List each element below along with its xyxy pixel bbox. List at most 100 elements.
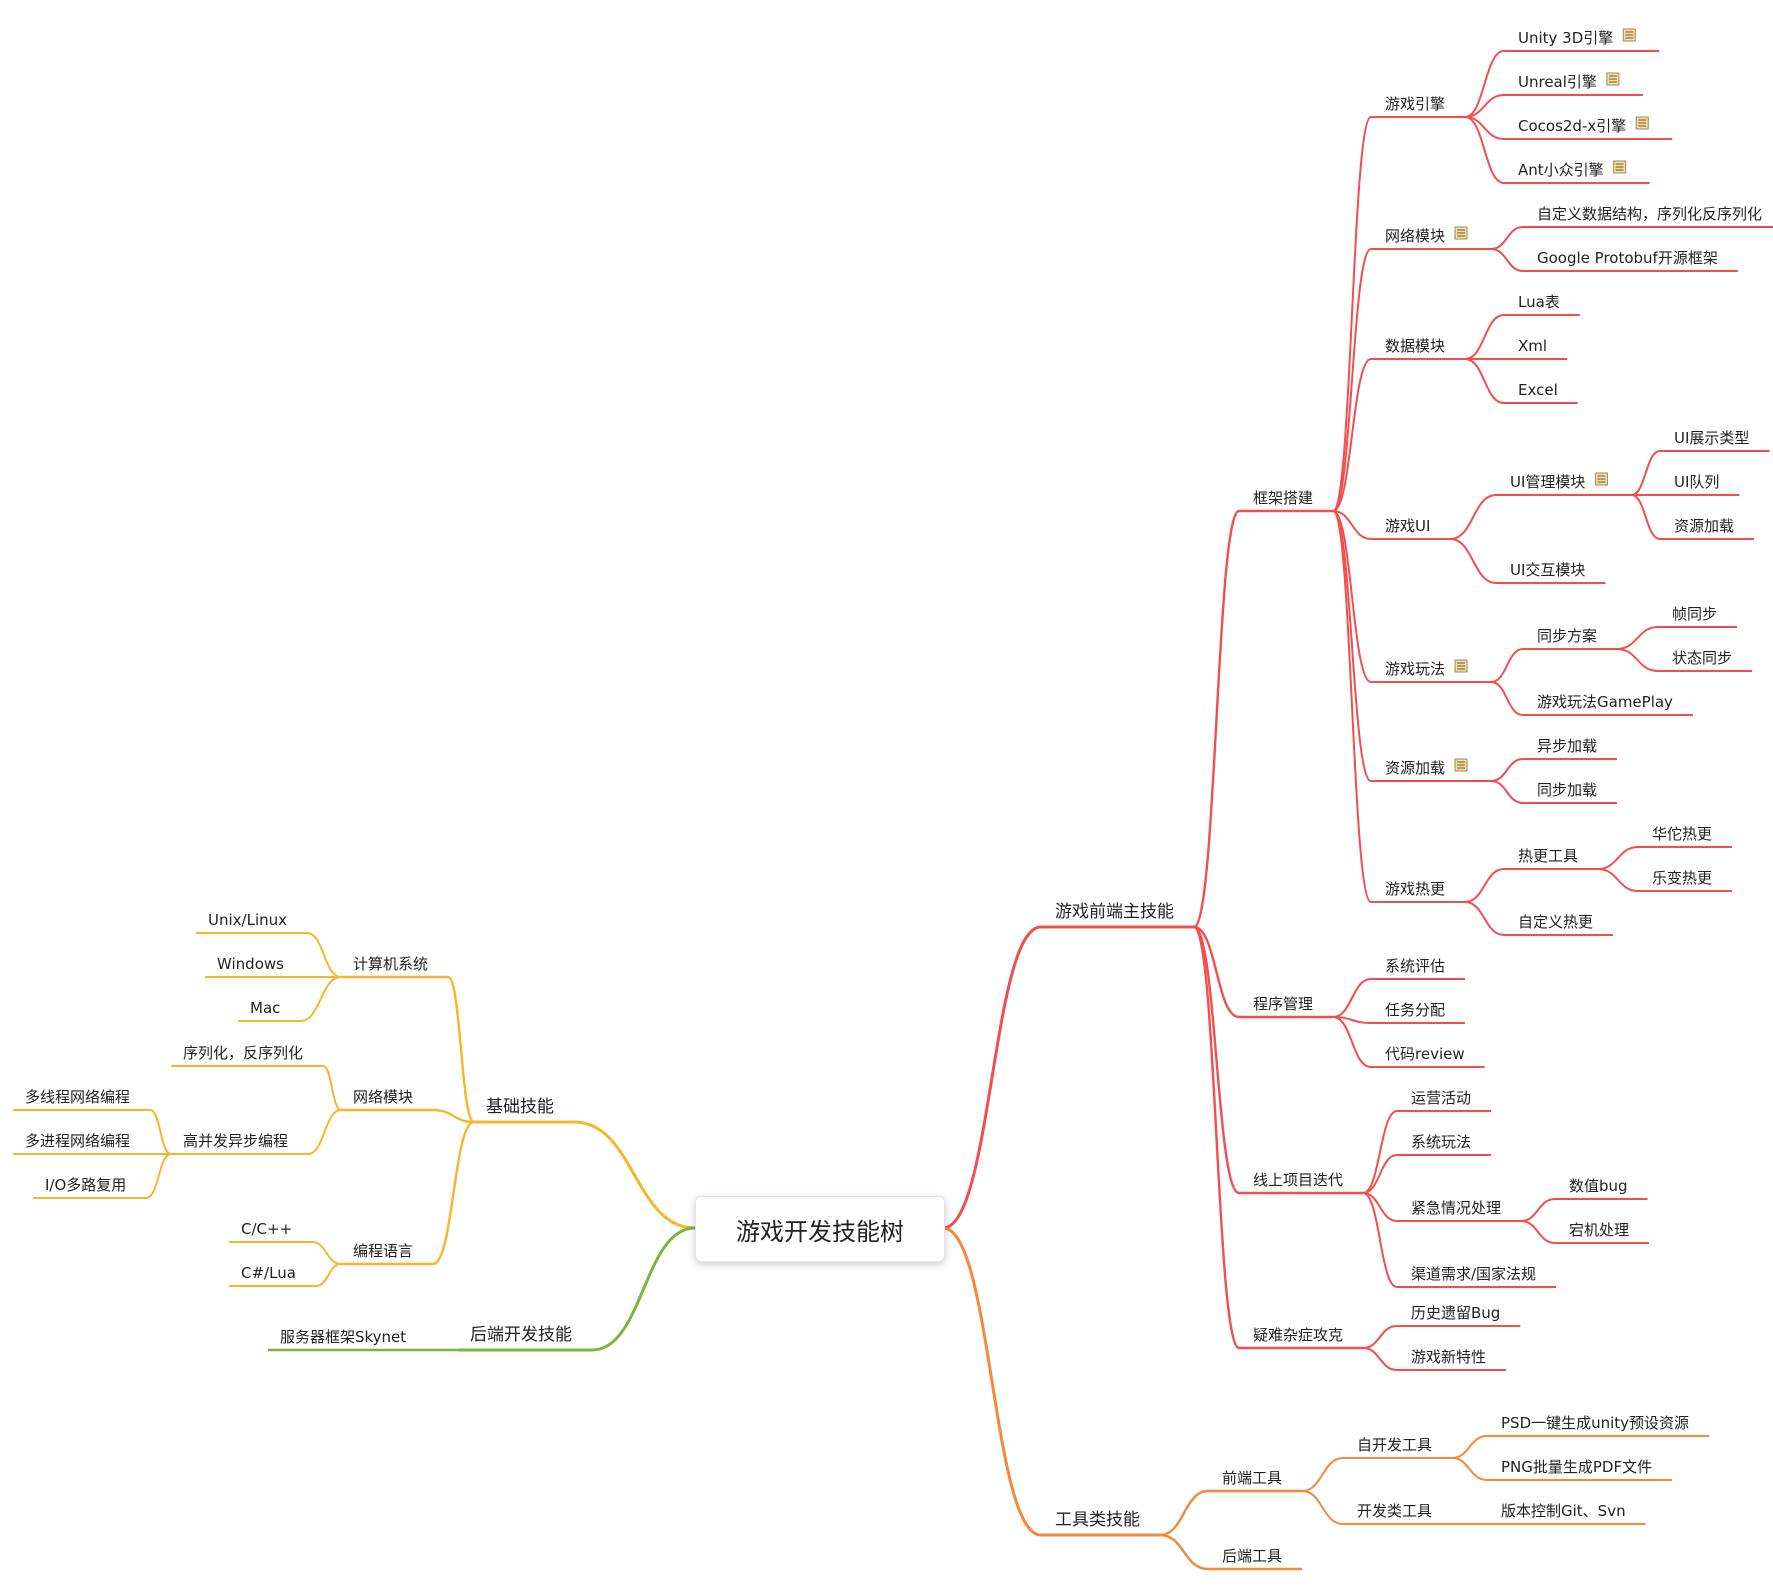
node-skynet[interactable]: 服务器框架Skynet [280, 1328, 406, 1346]
node-data-module[interactable]: 数据模块 [1385, 337, 1445, 355]
node-ui-queue[interactable]: UI队列 [1674, 473, 1719, 491]
edge-new_feature [1362, 1347, 1398, 1371]
node-hotfix-lebian[interactable]: 乐变热更 [1652, 869, 1712, 887]
node-dev-tools[interactable]: 开发类工具 [1357, 1502, 1432, 1520]
root-node[interactable]: 游戏开发技能树 [695, 1196, 945, 1262]
node-csharp[interactable]: C#/Lua [241, 1264, 296, 1282]
node-front-main[interactable]: 游戏前端主技能 [1055, 902, 1174, 922]
node-frame-sync[interactable]: 帧同步 [1672, 605, 1717, 623]
node-cpp[interactable]: C/C++ [241, 1220, 292, 1238]
node-net-protobuf[interactable]: Google Protobuf开源框架 [1537, 249, 1718, 267]
node-net-basic[interactable]: 网络模块 [353, 1088, 413, 1106]
edge-async_load [1490, 758, 1524, 782]
node-front-tools[interactable]: 前端工具 [1222, 1469, 1282, 1487]
node-engine-unreal[interactable]: Unreal引擎 [1518, 73, 1597, 91]
edge-hotfix_tools [1464, 868, 1505, 903]
note-icon[interactable] [1454, 659, 1468, 673]
node-emergency[interactable]: 紧急情况处理 [1411, 1199, 1501, 1217]
edge-num_bug [1520, 1198, 1556, 1222]
node-sys-eval[interactable]: 系统评估 [1385, 957, 1445, 975]
node-vcs[interactable]: 版本控制Git、Svn [1501, 1502, 1626, 1520]
node-unix[interactable]: Unix/Linux [208, 911, 287, 929]
node-windows[interactable]: Windows [217, 955, 284, 973]
node-backend[interactable]: 后端开发技能 [470, 1325, 572, 1345]
node-async-load[interactable]: 异步加载 [1537, 737, 1597, 755]
node-sys-gameplay[interactable]: 系统玩法 [1411, 1133, 1471, 1151]
edge-psd_tool [1451, 1435, 1488, 1459]
node-hotfix-huatuo[interactable]: 华佗热更 [1652, 825, 1712, 843]
edge-ui_res [1630, 494, 1661, 540]
node-task-assign[interactable]: 任务分配 [1385, 1001, 1445, 1019]
node-crash[interactable]: 宕机处理 [1569, 1221, 1629, 1239]
node-ops-activity[interactable]: 运营活动 [1411, 1089, 1471, 1107]
edge-program_mgmt [1192, 925, 1241, 1019]
node-self-tools[interactable]: 自开发工具 [1357, 1436, 1432, 1454]
node-engine-cocos[interactable]: Cocos2d-x引擎 [1518, 117, 1626, 135]
node-png-tool[interactable]: PNG批量生成PDF文件 [1501, 1458, 1652, 1476]
node-basic[interactable]: 基础技能 [486, 1097, 554, 1117]
node-state-sync[interactable]: 状态同步 [1672, 649, 1732, 667]
node-computer-sys[interactable]: 计算机系统 [353, 955, 428, 973]
node-ui-interact[interactable]: UI交互模块 [1510, 561, 1585, 579]
note-icon[interactable] [1606, 72, 1620, 86]
note-icon[interactable] [1454, 226, 1468, 240]
edge-front_main [941, 925, 1043, 1230]
node-data-lua[interactable]: Lua表 [1518, 293, 1560, 311]
node-res-load[interactable]: 资源加载 [1385, 759, 1445, 777]
node-serialize[interactable]: 序列化，反序列化 [183, 1044, 303, 1062]
note-icon[interactable] [1622, 28, 1636, 42]
node-ui-res[interactable]: 资源加载 [1674, 517, 1734, 535]
node-mac[interactable]: Mac [250, 999, 280, 1017]
node-hard-bugs[interactable]: 疑难杂症攻克 [1253, 1326, 1343, 1344]
edge-layer [145, 50, 1661, 1571]
edge-hard_bugs [1192, 925, 1241, 1350]
node-tools[interactable]: 工具类技能 [1055, 1510, 1140, 1530]
node-io-mux[interactable]: I/O多路复用 [45, 1176, 126, 1194]
node-hotfix-custom[interactable]: 自定义热更 [1518, 913, 1593, 931]
node-multi-proc[interactable]: 多进程网络编程 [25, 1132, 130, 1150]
node-game-ui[interactable]: 游戏UI [1385, 517, 1430, 535]
node-legacy-bug[interactable]: 历史遗留Bug [1411, 1304, 1500, 1322]
edge-res_load [1332, 510, 1372, 782]
note-icon[interactable] [1613, 160, 1627, 174]
node-engine-unity[interactable]: Unity 3D引擎 [1518, 29, 1613, 47]
node-net-module[interactable]: 网络模块 [1385, 227, 1445, 245]
node-ui-mgr[interactable]: UI管理模块 [1510, 473, 1585, 491]
node-multi-thread[interactable]: 多线程网络编程 [25, 1088, 130, 1106]
node-ui-show[interactable]: UI展示类型 [1674, 429, 1749, 447]
note-icon[interactable] [1594, 472, 1608, 486]
node-engine-ant[interactable]: Ant小众引擎 [1518, 161, 1604, 179]
edge-engine [1332, 116, 1372, 512]
note-icon[interactable] [1454, 758, 1468, 772]
node-hotfix-tools[interactable]: 热更工具 [1518, 847, 1578, 865]
node-gameplay-gp[interactable]: 游戏玩法GamePlay [1537, 693, 1673, 711]
node-new-feature[interactable]: 游戏新特性 [1411, 1348, 1486, 1366]
node-data-xml[interactable]: Xml [1518, 337, 1547, 355]
node-net-custom[interactable]: 自定义数据结构，序列化反序列化 [1537, 205, 1762, 223]
node-gameplay[interactable]: 游戏玩法 [1385, 660, 1445, 678]
node-prog-lang[interactable]: 编程语言 [353, 1242, 413, 1260]
edge-ui_interact [1449, 538, 1497, 584]
node-online-iter[interactable]: 线上项目迭代 [1253, 1171, 1343, 1189]
node-engine[interactable]: 游戏引擎 [1385, 95, 1445, 113]
edge-gameplay_gp [1490, 681, 1524, 716]
edge-mac [299, 976, 342, 1022]
node-sync-plan[interactable]: 同步方案 [1537, 627, 1597, 645]
node-num-bug[interactable]: 数值bug [1569, 1177, 1628, 1195]
node-psd-tool[interactable]: PSD一键生成unity预设资源 [1501, 1414, 1689, 1432]
edge-crash [1520, 1220, 1556, 1244]
note-icon[interactable] [1635, 116, 1649, 130]
node-code-review[interactable]: 代码review [1385, 1045, 1465, 1063]
edge-net_protobuf [1490, 248, 1524, 272]
edge-sync_plan [1490, 648, 1524, 683]
node-high-conc[interactable]: 高并发异步编程 [183, 1132, 288, 1150]
node-back-tools[interactable]: 后端工具 [1222, 1547, 1282, 1565]
node-hotfix[interactable]: 游戏热更 [1385, 880, 1445, 898]
node-channel[interactable]: 渠道需求/国家法规 [1411, 1265, 1536, 1283]
edge-csharp [314, 1263, 342, 1287]
node-sync-load[interactable]: 同步加载 [1537, 781, 1597, 799]
node-program-mgmt[interactable]: 程序管理 [1253, 995, 1313, 1013]
edge-ops_activity [1362, 1110, 1398, 1194]
node-data-excel[interactable]: Excel [1518, 381, 1558, 399]
node-framework[interactable]: 框架搭建 [1253, 489, 1313, 507]
